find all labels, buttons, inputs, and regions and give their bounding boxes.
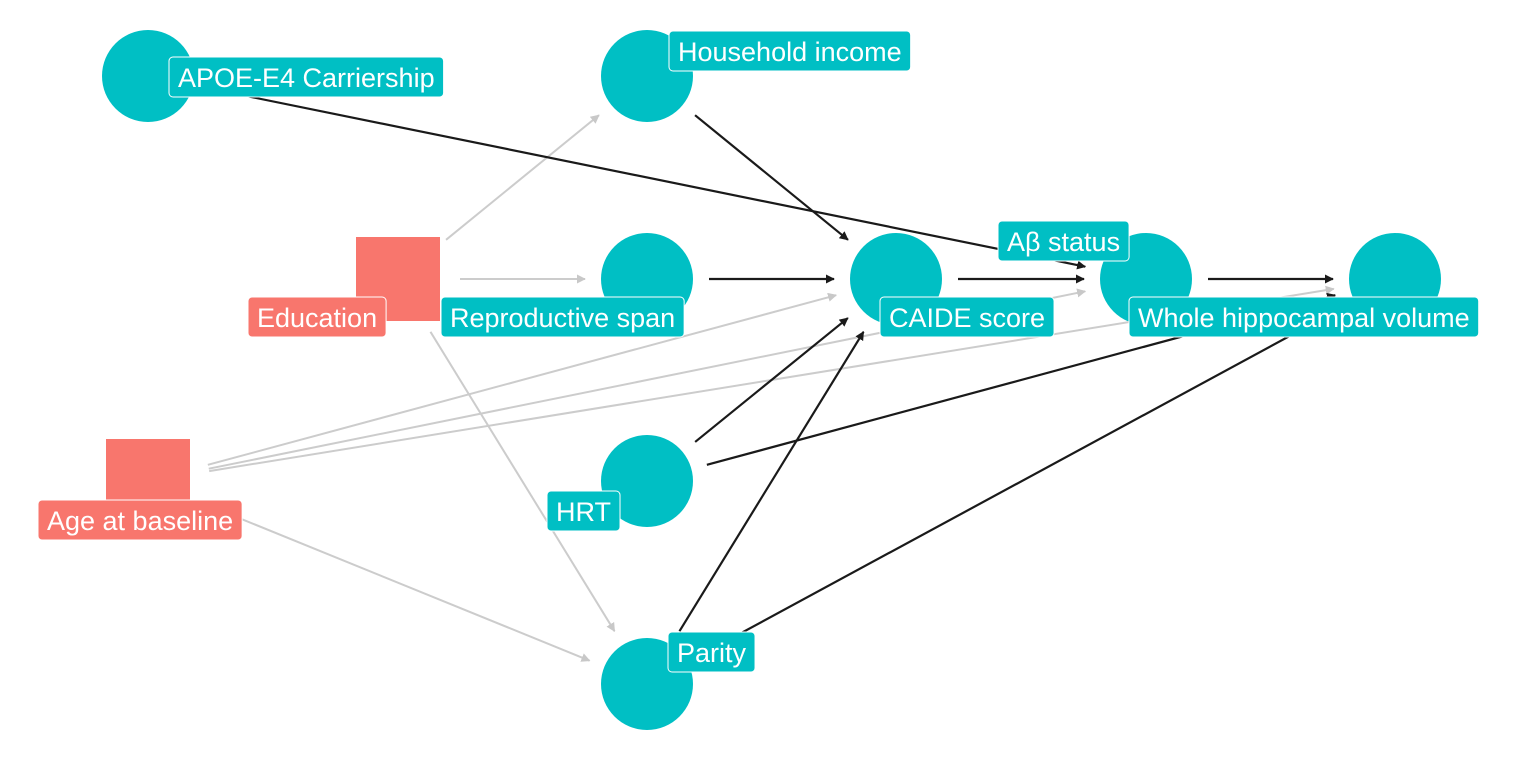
node-label-box: [668, 30, 912, 72]
node-label-box: [247, 296, 387, 338]
edge-parity-to-hippo: [700, 307, 1342, 656]
node-label-box: [168, 56, 445, 98]
node-label-apoe: APOE-E4 Carriership: [168, 56, 445, 98]
edge-apoe-to-abeta: [208, 87, 1087, 270]
node-label-text: Household income: [678, 37, 902, 67]
node-label-text: CAIDE score: [889, 303, 1045, 333]
node-label-box: [1128, 296, 1480, 338]
node-hrt-circle: [601, 435, 693, 527]
node-label-text: Parity: [677, 638, 747, 668]
node-label-box: [37, 499, 243, 541]
edge-layer: [205, 87, 1342, 662]
edge-educ-to-parity: [429, 331, 616, 632]
label-layer: APOE-E4 Carriership Household incomeEduca…: [37, 30, 1480, 673]
node-label-box: [546, 490, 621, 532]
node-label-text: Education: [257, 303, 377, 333]
node-label-box: [667, 631, 756, 673]
edge-age-to-parity: [205, 503, 591, 662]
edge-hrt-to-caide: [694, 317, 849, 443]
edge-educ-to-income: [445, 114, 600, 241]
node-label-box: [997, 220, 1130, 262]
node-label-text: APOE-E4 Carriership: [178, 63, 435, 93]
node-label-text: Age at baseline: [47, 506, 233, 536]
node-label-hrt: HRT: [546, 490, 621, 532]
node-label-text: Aβ status: [1007, 227, 1120, 257]
edge-income-to-caide: [694, 114, 849, 241]
node-label-text: Whole hippocampal volume: [1138, 303, 1470, 333]
edge-parity-to-caide: [678, 331, 865, 632]
node-label-text: HRT: [556, 497, 611, 527]
node-label-box: [879, 296, 1055, 338]
node-label-repro: Reproductive span: [440, 296, 685, 338]
node-label-box: [440, 296, 685, 338]
node-label-caide: CAIDE score: [879, 296, 1055, 338]
node-label-age: Age at baseline: [37, 499, 243, 541]
node-label-hippo: Whole hippocampal volume: [1128, 296, 1480, 338]
node-label-income: Household income: [668, 30, 912, 72]
node-label-text: Reproductive span: [450, 303, 675, 333]
edge-age-to-caide: [207, 292, 838, 466]
node-label-educ: Education: [247, 296, 387, 338]
node-label-parity: Parity: [667, 631, 756, 673]
node-label-abeta: Aβ status: [997, 220, 1130, 262]
node-apoe-circle: [102, 30, 194, 122]
